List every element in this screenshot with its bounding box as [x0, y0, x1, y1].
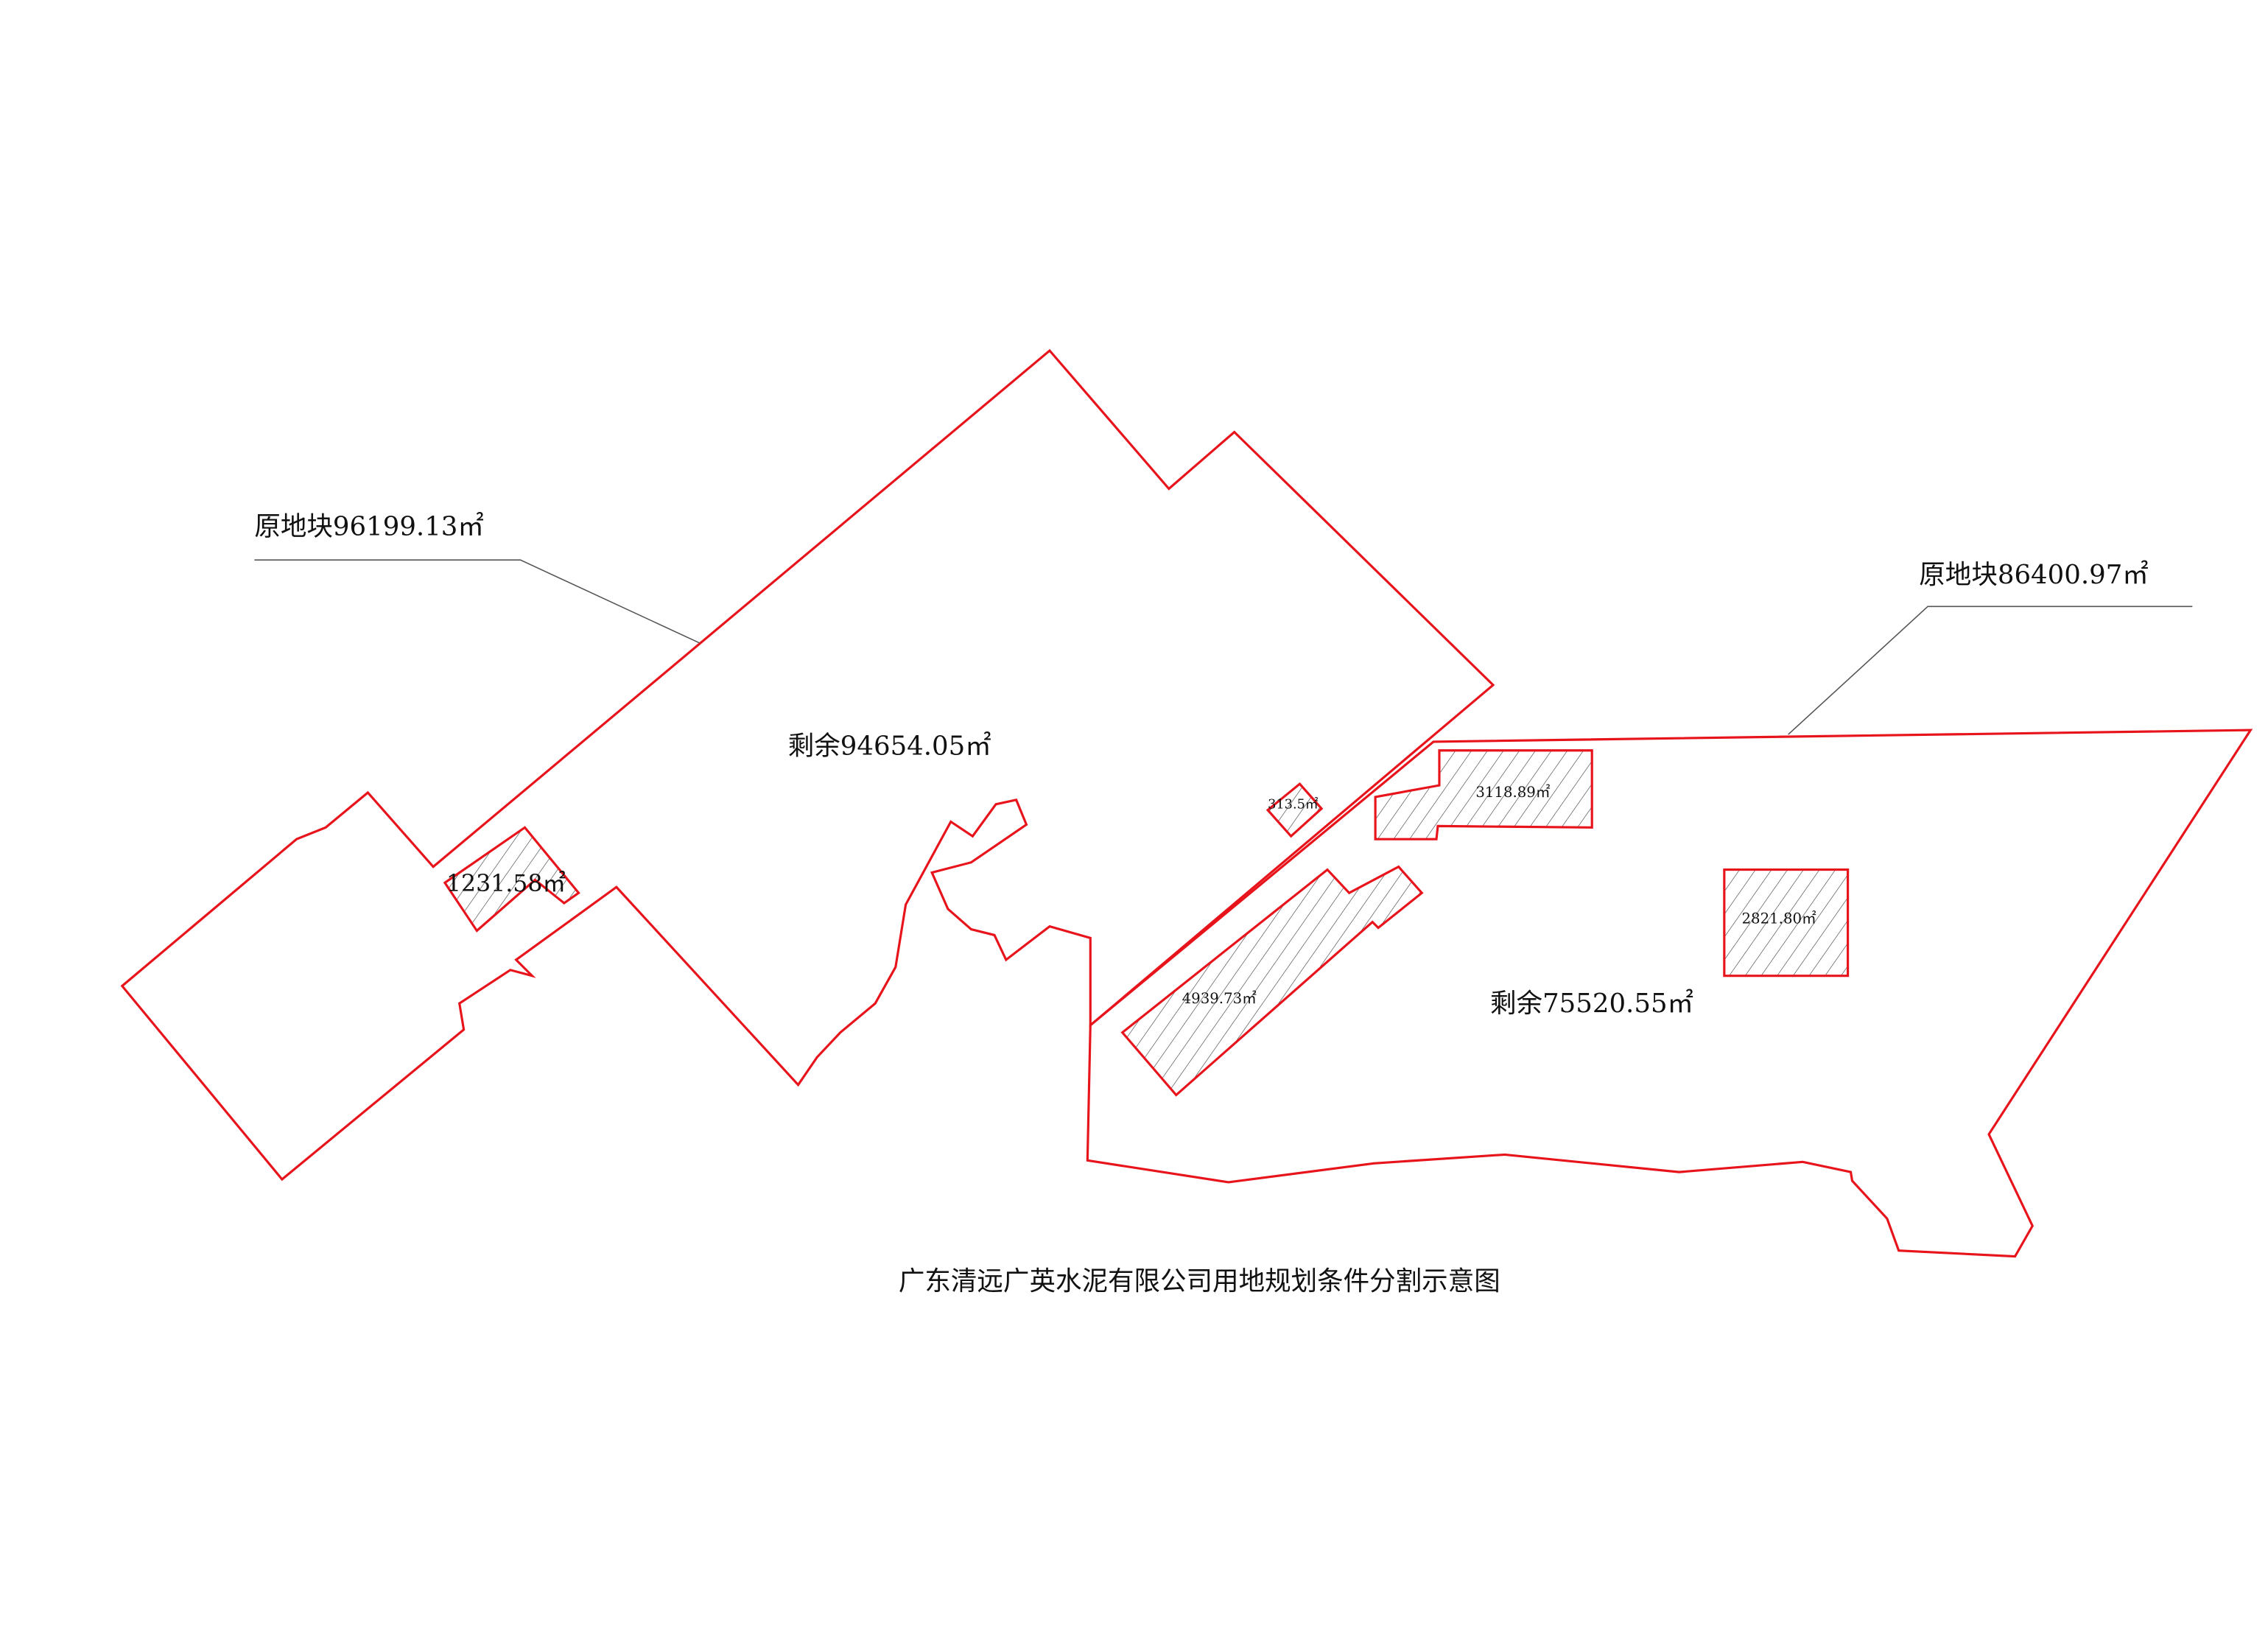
- cut-area-313: [1265, 782, 1324, 838]
- cut-area-1231: [443, 826, 580, 933]
- cut-area-label: 3118.89㎡: [1475, 784, 1551, 801]
- cut-area-label: 2821.80㎡: [1742, 910, 1817, 927]
- parcel-right-boundary: [1086, 729, 2253, 1258]
- parcel-right-original-label: 原地块86400.97㎡: [1919, 560, 2149, 590]
- parcel-right-remaining-label: 剩余75520.55㎡: [1490, 989, 1693, 1019]
- cut-area-4939: [1120, 865, 1424, 1097]
- parcel-left-original-label: 原地块96199.13㎡: [254, 512, 484, 542]
- cut-area-label: 313.5㎡: [1268, 796, 1319, 813]
- leader-line-left: [254, 559, 700, 644]
- cut-area-label: 1231.58㎡: [446, 871, 566, 897]
- drawing-title: 广东清远广英水泥有限公司用地规划条件分割示意图: [899, 1266, 1500, 1296]
- leader-line-right: [1788, 606, 2193, 735]
- cut-area-3118: [1374, 749, 1593, 840]
- cut-area-label: 4939.73㎡: [1182, 990, 1257, 1007]
- parcel-left-remaining-label: 剩余94654.05㎡: [788, 731, 991, 762]
- cut-area-2821: [1723, 868, 1850, 978]
- parcel-left-boundary: [120, 348, 1495, 1182]
